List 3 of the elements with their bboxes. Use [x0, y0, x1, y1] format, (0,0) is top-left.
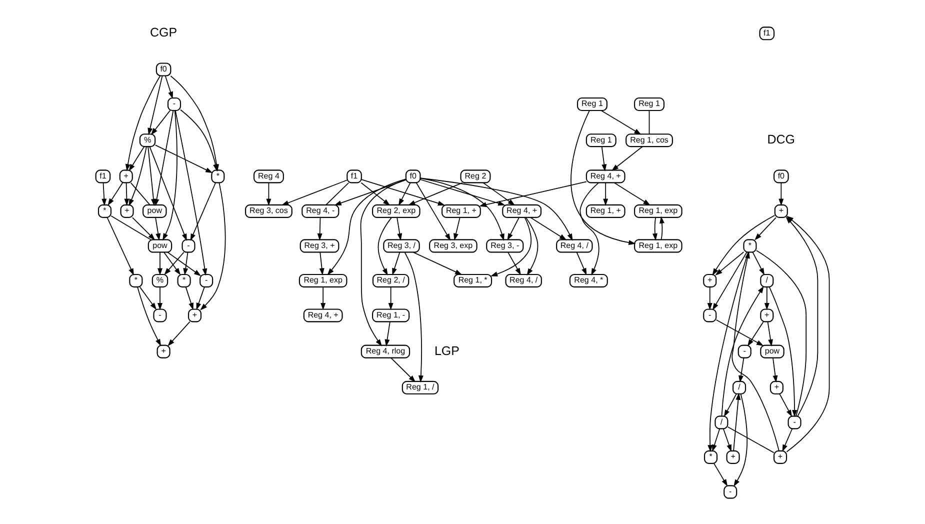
label: CGP	[150, 26, 177, 40]
label: LGP	[434, 344, 459, 358]
label: DCG	[766, 132, 795, 147]
